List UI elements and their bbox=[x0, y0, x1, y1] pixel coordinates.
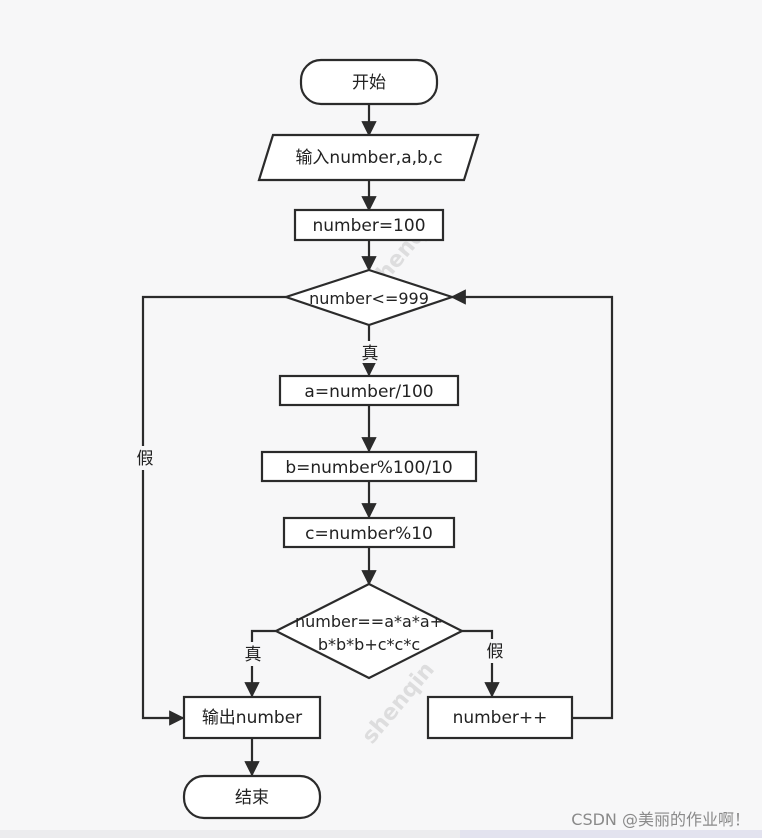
start-label: 开始 bbox=[352, 73, 386, 93]
node-increment: number++ bbox=[426, 695, 574, 740]
calc-c-label: c=number%10 bbox=[305, 524, 433, 544]
edges bbox=[141, 104, 614, 777]
bottom-strip-left bbox=[0, 830, 460, 838]
node-end: 结束 bbox=[182, 774, 322, 820]
edge-increment-loop bbox=[450, 289, 614, 720]
label-bg-loop-false bbox=[132, 446, 156, 470]
check-label-line1: number==a*a*a+ bbox=[295, 612, 443, 631]
bottom-strip-right bbox=[460, 830, 762, 838]
node-calc-b: b=number%100/10 bbox=[260, 450, 478, 483]
calc-b-process-shape bbox=[260, 450, 478, 483]
calc-a-process-shape bbox=[278, 374, 460, 407]
label-loop-false: 假 bbox=[137, 449, 154, 469]
node-init: number=100 bbox=[293, 208, 445, 242]
node-start: 开始 bbox=[299, 58, 439, 106]
calc-b-label: b=number%100/10 bbox=[285, 458, 452, 478]
loop-cond-diamond-shape bbox=[282, 268, 456, 327]
check-label-line2: b*b*b+c*c*c bbox=[318, 635, 420, 654]
node-input: 输入number,a,b,c bbox=[257, 133, 480, 182]
calc-a-label: a=number/100 bbox=[304, 382, 433, 402]
edge-check-false bbox=[462, 629, 500, 698]
label-bg-check-false bbox=[483, 639, 507, 663]
output-process-shape bbox=[182, 695, 322, 740]
node-loop-cond: number<=999 bbox=[282, 268, 456, 327]
label-check-false: 假 bbox=[487, 642, 504, 662]
input-parallelogram-shape bbox=[257, 133, 480, 182]
input-label: 输入number,a,b,c bbox=[295, 148, 442, 168]
node-calc-a: a=number/100 bbox=[278, 374, 460, 407]
node-calc-c: c=number%10 bbox=[282, 516, 456, 549]
check-diamond-shape bbox=[273, 582, 465, 680]
increment-process-shape bbox=[426, 695, 574, 740]
output-label: 输出number bbox=[202, 708, 302, 728]
calc-c-process-shape bbox=[282, 516, 456, 549]
label-bg-check-true bbox=[241, 642, 265, 666]
node-check: number==a*a*a+ b*b*b+c*c*c bbox=[273, 582, 465, 680]
end-terminal-shape bbox=[182, 774, 322, 820]
loop-cond-label: number<=999 bbox=[309, 289, 429, 308]
end-label: 结束 bbox=[235, 788, 269, 808]
init-label: number=100 bbox=[312, 216, 425, 236]
increment-label: number++ bbox=[453, 708, 548, 728]
label-loop-true: 真 bbox=[362, 344, 379, 364]
label-check-true: 真 bbox=[245, 645, 262, 665]
edge-loop-false bbox=[141, 295, 286, 726]
credit-text: CSDN @美丽的作业啊！ bbox=[571, 810, 750, 829]
start-terminal-shape bbox=[299, 58, 439, 106]
label-bg-loop-true bbox=[359, 341, 381, 363]
init-process-shape bbox=[293, 208, 445, 242]
node-output: 输出number bbox=[182, 695, 322, 740]
edge-check-true bbox=[244, 629, 276, 698]
